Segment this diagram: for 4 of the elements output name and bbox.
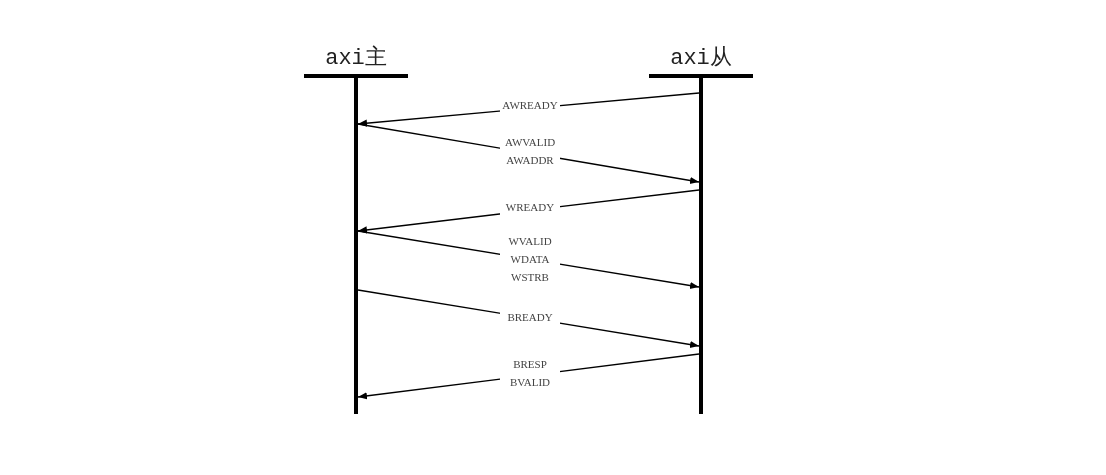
lifeline-title: axi从 — [669, 45, 733, 73]
lifeline-title: axi主 — [324, 44, 388, 73]
lifeline — [304, 44, 408, 414]
lifeline — [649, 44, 753, 414]
